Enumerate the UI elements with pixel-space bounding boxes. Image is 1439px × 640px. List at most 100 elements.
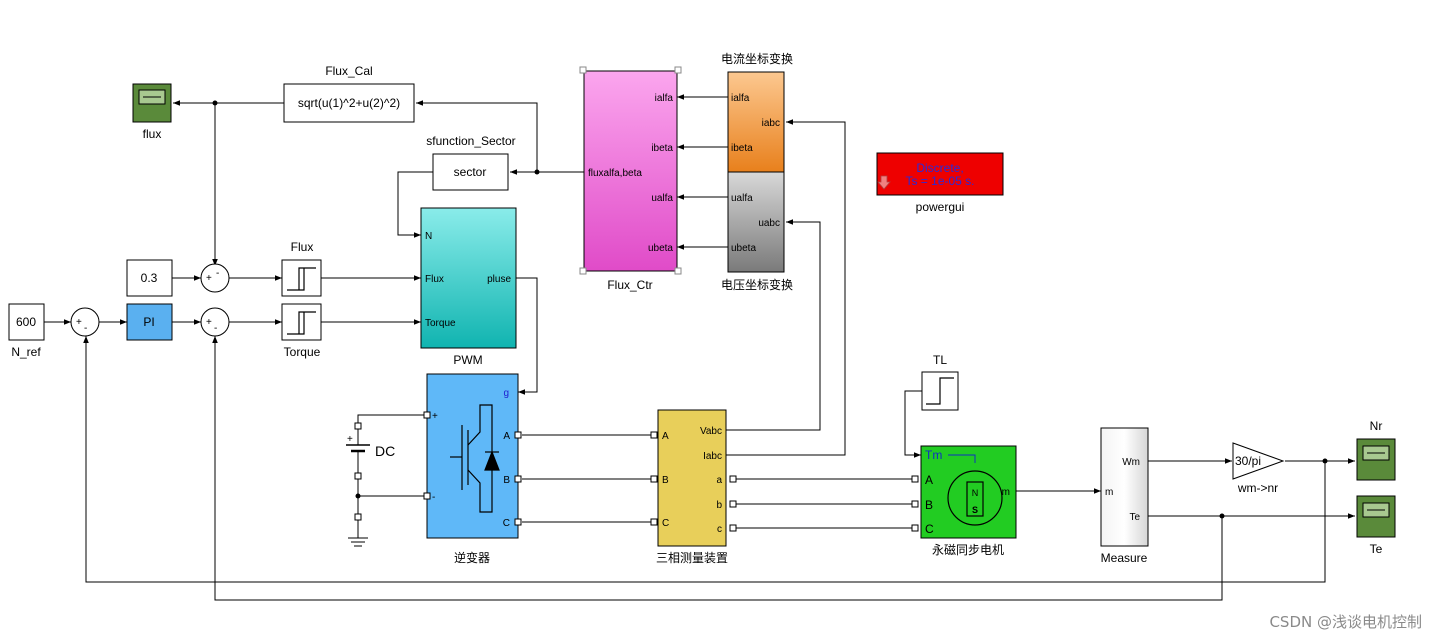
inverter-port-c: C (503, 518, 510, 529)
flux-ctr-title: Flux_Ctr (607, 278, 652, 292)
measure3-out-vabc: Vabc (700, 426, 722, 437)
sector-block[interactable]: sfunction_Sector sector (426, 134, 516, 191)
flux-cal-expr: sqrt(u(1)^2+u(2)^2) (298, 96, 400, 110)
voltage-transform-title: 电压坐标变换 (721, 277, 793, 292)
motor-port-a: A (925, 473, 933, 487)
pwm-block[interactable]: N Flux Torque pluse PWM (420, 207, 517, 367)
current-transform-in-iabc: iabc (762, 118, 780, 129)
flux-ref-constant[interactable]: 0.3 (126, 259, 173, 297)
motor-port-c: C (925, 522, 934, 536)
inverter-minus: - (432, 492, 435, 503)
wires (44, 94, 1355, 601)
flux-ref-value: 0.3 (141, 271, 158, 285)
motor-port-m: m (1002, 487, 1010, 498)
flux-hysteresis-title: Flux (291, 240, 314, 254)
measure3-in-a: A (662, 431, 669, 442)
measure-in-m: m (1105, 487, 1113, 498)
flux-scope[interactable]: flux (132, 83, 172, 141)
te-scope-label: Te (1370, 542, 1383, 556)
measure3-out-c: c (717, 524, 722, 535)
flux-ctr-block[interactable]: ialfa ibeta fluxalfa,beta ualfa ubeta Fl… (579, 66, 682, 292)
flux-cal-block[interactable]: Flux_Cal sqrt(u(1)^2+u(2)^2) (283, 64, 415, 123)
hysteresis-icon (287, 267, 316, 291)
current-transform-title: 电流坐标变换 (721, 51, 793, 66)
igbt-icon (450, 404, 500, 513)
pwm-port-n: N (425, 231, 432, 242)
nr-scope-label: Nr (1370, 419, 1383, 433)
speed-sum-plus: + (76, 317, 82, 328)
flux-scope-label: flux (143, 127, 162, 141)
powergui-line2: Ts = 1e-05 s. (905, 174, 974, 188)
tl-title: TL (933, 353, 947, 367)
flux-cal-title: Flux_Cal (325, 64, 372, 78)
current-transform-block[interactable]: 电流坐标变换 ialfa ibeta iabc (721, 51, 793, 173)
motor-pole-s: S (972, 505, 978, 515)
dc-source[interactable]: + DC (346, 422, 395, 547)
gain-block[interactable]: 30/pi wm->nr (1232, 442, 1285, 495)
flux-ctr-port-ibeta: ibeta (651, 143, 673, 154)
torque-sum-plus: + (206, 317, 212, 328)
flux-sum[interactable]: + - (200, 263, 230, 293)
measure-title: Measure (1101, 551, 1148, 565)
powergui-line1: Discrete, (916, 161, 963, 175)
gain-value: 30/pi (1235, 454, 1261, 468)
speed-sum-minus: - (84, 323, 87, 334)
measure3-out-a: a (716, 475, 722, 486)
inverter-port-a: A (503, 431, 510, 442)
inverter-block[interactable]: + - g A B C 逆变器 (423, 373, 522, 565)
n-ref-constant[interactable]: 600 N_ref (8, 303, 45, 359)
torque-hysteresis[interactable]: Torque (281, 303, 322, 359)
flux-ctr-port-flux: fluxalfa,beta (588, 168, 642, 179)
pi-label: PI (143, 315, 154, 329)
motor-port-tm: Tm (925, 448, 942, 462)
measure3-in-c: C (662, 518, 669, 529)
measure-out-te: Te (1129, 512, 1140, 523)
flux-sum-minus: - (216, 268, 219, 279)
hysteresis-icon (287, 311, 316, 335)
speed-sum[interactable]: + - (70, 307, 100, 337)
measure3-out-b: b (716, 500, 722, 511)
torque-sum-minus: - (214, 323, 217, 334)
inverter-port-g: g (503, 388, 509, 399)
motor-port-b: B (925, 498, 933, 512)
measure3-title: 三相测量装置 (656, 551, 728, 565)
pmsm-motor-block[interactable]: Tm A B C N S m 永磁同步电机 (911, 445, 1017, 557)
torque-sum[interactable]: + - (200, 307, 230, 337)
motor-title: 永磁同步电机 (932, 542, 1004, 557)
inverter-plus: + (432, 411, 438, 422)
motor-tm-link (948, 454, 976, 463)
pi-controller[interactable]: PI (126, 303, 173, 341)
flux-ctr-port-ubeta: ubeta (648, 243, 673, 254)
three-phase-measurement-block[interactable]: A B C Vabc Iabc a b c 三相测量装置 (650, 409, 737, 565)
measure-block[interactable]: m Wm Te Measure (1100, 427, 1149, 565)
watermark: CSDN @浅谈电机控制 (1269, 613, 1422, 631)
pwm-port-flux: Flux (425, 274, 444, 285)
flux-hysteresis[interactable]: Flux (281, 240, 322, 297)
sector-label: sector (454, 165, 487, 179)
flux-ctr-port-ualfa: ualfa (651, 193, 673, 204)
voltage-transform-in-uabc: uabc (758, 218, 780, 229)
tl-step-block[interactable]: TL (921, 353, 959, 411)
n-ref-label: N_ref (11, 345, 41, 359)
dc-label: DC (375, 443, 395, 459)
powergui-block[interactable]: Discrete, Ts = 1e-05 s. powergui (876, 152, 1004, 214)
dc-plus: + (347, 434, 353, 445)
voltage-transform-out-ualfa: ualfa (731, 193, 753, 204)
te-scope[interactable]: Te (1356, 495, 1396, 556)
voltage-transform-block[interactable]: ualfa ubeta uabc 电压坐标变换 (721, 171, 793, 292)
pwm-port-torque: Torque (425, 318, 456, 329)
inverter-port-b: B (503, 475, 510, 486)
flux-ctr-port-ialfa: ialfa (655, 93, 674, 104)
inverter-title: 逆变器 (454, 550, 490, 565)
voltage-transform-out-ubeta: ubeta (731, 243, 756, 254)
measure3-in-b: B (662, 475, 669, 486)
current-transform-out-ibeta: ibeta (731, 143, 753, 154)
pwm-port-pluse: pluse (487, 274, 511, 285)
gain-label: wm->nr (1237, 481, 1278, 495)
measure-out-wm: Wm (1122, 457, 1140, 468)
n-ref-value: 600 (16, 315, 36, 329)
nr-scope[interactable]: Nr (1356, 419, 1396, 481)
sector-title: sfunction_Sector (426, 134, 515, 148)
powergui-arrow-icon (877, 175, 891, 190)
